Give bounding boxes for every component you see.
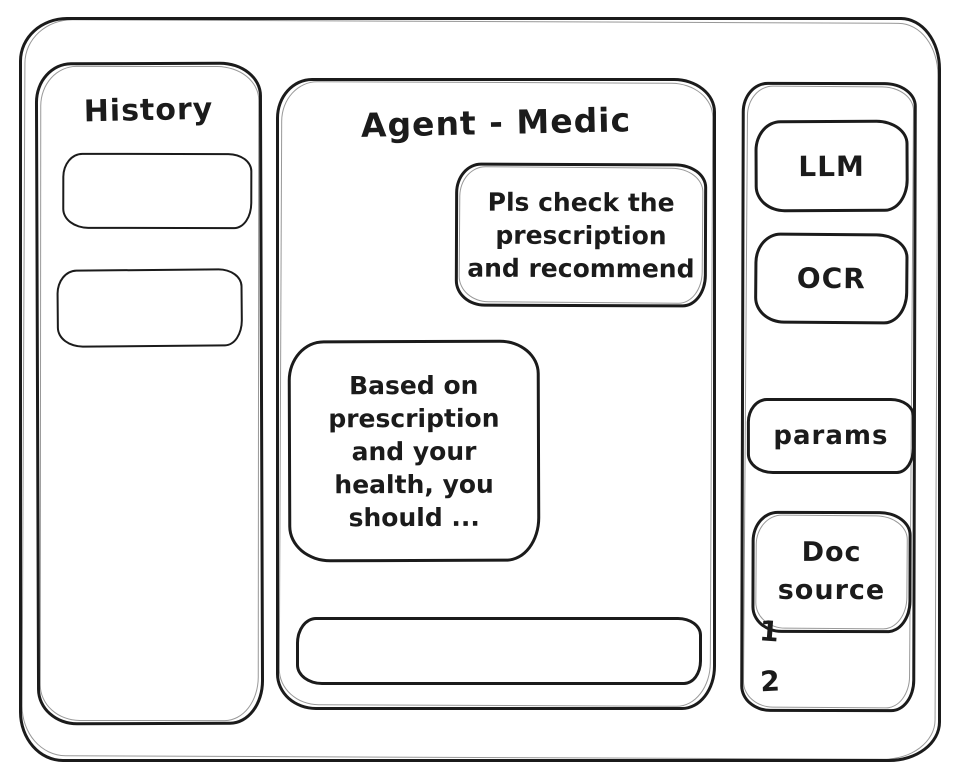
tools-sidebar: LLM OCR params Doc source 1 2 — [740, 81, 917, 713]
message-line: Pls check the — [487, 187, 675, 217]
user-message-bubble: Pls check the prescription and recommend — [454, 162, 708, 308]
message-input[interactable] — [296, 617, 702, 685]
message-line: and recommend — [467, 253, 695, 283]
tool-llm-button[interactable]: LLM — [754, 119, 909, 213]
doc-source-label: Doc source — [777, 537, 886, 607]
message-line: health, you — [334, 469, 494, 499]
history-item[interactable] — [62, 152, 253, 230]
tool-ocr-button[interactable]: OCR — [753, 232, 909, 325]
tool-params-button[interactable]: params — [746, 397, 915, 475]
assistant-message-bubble: Based on prescription and your health, y… — [287, 339, 541, 563]
tool-llm-label: LLM — [798, 149, 865, 183]
history-item[interactable] — [56, 268, 244, 348]
chat-panel: Agent - Medic Pls check the prescription… — [276, 78, 716, 710]
message-line: and your — [351, 436, 477, 466]
message-line: should ... — [348, 502, 480, 532]
doc-source-item[interactable]: 1 — [758, 614, 781, 649]
chat-title: Agent - Medic — [360, 100, 632, 145]
doc-source-item[interactable]: 2 — [759, 664, 781, 699]
message-line: prescription — [328, 403, 500, 433]
history-sidebar: History — [34, 61, 265, 726]
tool-params-label: params — [773, 420, 889, 452]
tool-ocr-label: OCR — [796, 261, 866, 296]
message-line: Based on — [349, 370, 479, 400]
history-title: History — [83, 91, 214, 130]
message-line: prescription — [495, 220, 667, 250]
